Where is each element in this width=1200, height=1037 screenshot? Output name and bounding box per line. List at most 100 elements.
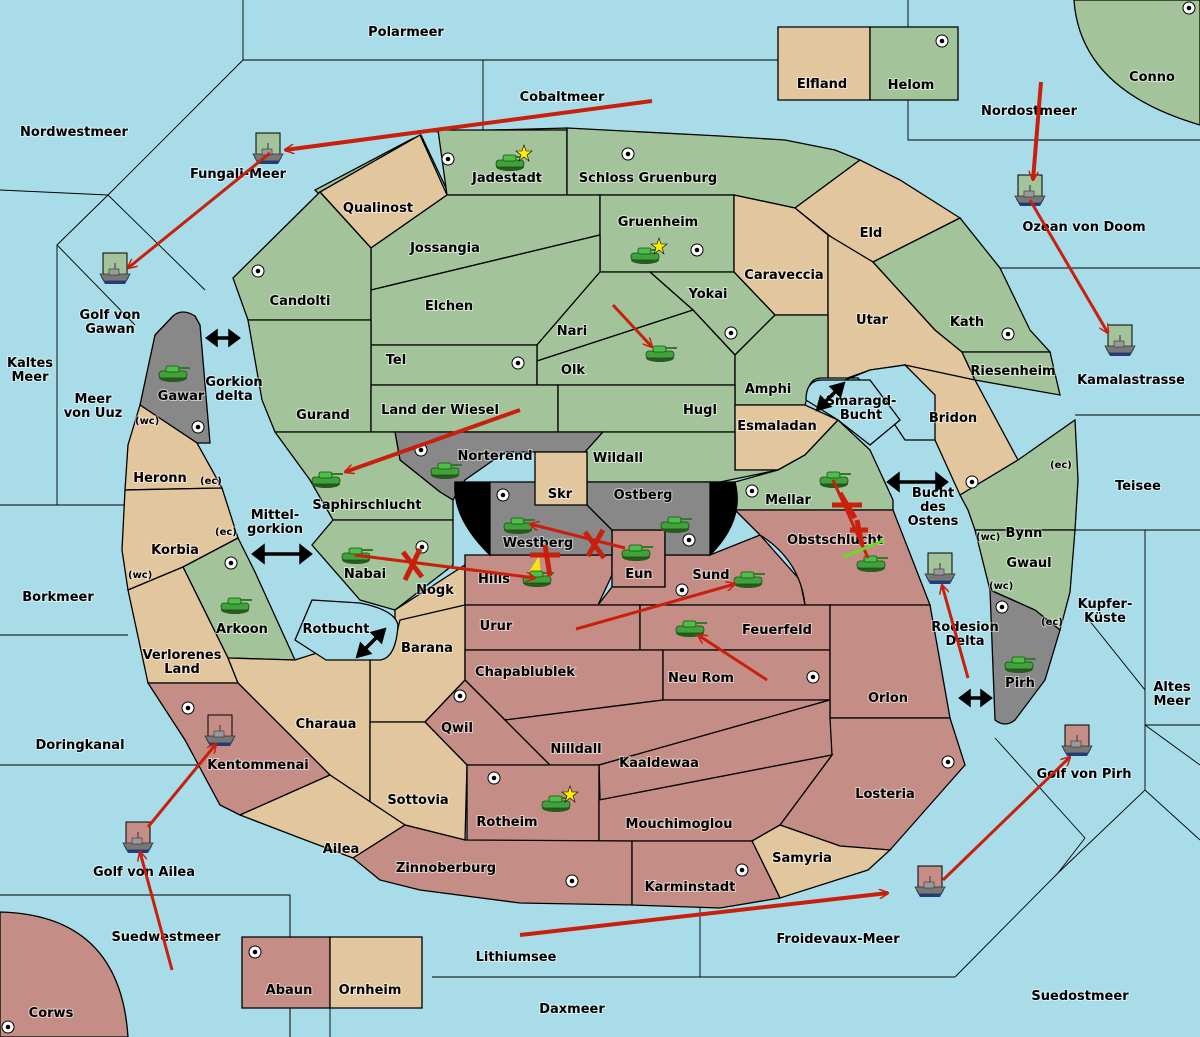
sea-label-borkmeer: Borkmeer (22, 590, 94, 605)
order-neurom-feuerfeld (698, 635, 768, 682)
region-label-mouchimoglou: Mouchimoglou (626, 817, 733, 832)
sea-label-polarmeer: Polarmeer (368, 25, 444, 40)
region-label-karminstadt: Karminstadt (645, 880, 736, 895)
sea-label-fungali-meer: Fungali-Meer (190, 167, 287, 182)
region-helom (869, 26, 959, 101)
army-unit (541, 785, 579, 813)
fleet-unit (1104, 324, 1136, 357)
passage-rodesion (958, 688, 993, 708)
region-label-tel: Tel (386, 353, 406, 368)
coast-label-gwaul-ec: (ec) (1041, 617, 1063, 628)
sea-label-mittel-gorkion: Mittel-gorkion (247, 508, 303, 537)
passage-bucht-ostens (886, 471, 949, 493)
region-labels: PolarmeerCobaltmeerNordwestmeerFungali-M… (6, 24, 1192, 1022)
region-label-eld: Eld (860, 226, 883, 241)
star-icon (650, 237, 668, 255)
army-unit (522, 556, 555, 588)
army-unit (630, 237, 668, 265)
dislodged-marker (529, 556, 541, 574)
region-label-corws: Corws (29, 1006, 74, 1021)
region-label-losteria: Losteria (855, 787, 915, 802)
region-label-kath: Kath (950, 315, 984, 330)
region-label-mellar: Mellar (765, 493, 811, 508)
sea-label-suedostmeer: Suedostmeer (1031, 989, 1129, 1004)
sea-label-froidevaux-meer: Froidevaux-Meer (776, 932, 900, 947)
region-label-nogk: Nogk (416, 583, 454, 598)
region-label-bynn: Bynn (1006, 526, 1043, 541)
region-label-gawar: Gawar (158, 389, 205, 404)
sea-label-doringkanal: Doringkanal (35, 738, 124, 753)
failed-order-marks (401, 491, 868, 582)
region-label-elchen: Elchen (425, 299, 473, 314)
coast-label-korbia-ec: (ec) (215, 527, 237, 538)
order-wiesel-saphir (345, 408, 521, 472)
region-label-ailea: Ailea (323, 842, 360, 857)
sea-label-kamalastrasse: Kamalastrasse (1077, 373, 1185, 388)
order-nabai-hills (354, 553, 535, 578)
fleet-unit (1061, 724, 1093, 757)
fortress-wall-west (454, 481, 491, 557)
region-label-qualinost: Qualinost (343, 201, 413, 216)
fleet-unit (924, 552, 956, 585)
sea-label-ozean-von-doom: Ozean von Doom (1022, 220, 1145, 235)
region-label-kentommenai: Kentommenai (207, 758, 308, 773)
region-label-gruenheim: Gruenheim (618, 215, 698, 230)
region-bynn (959, 418, 1079, 531)
region-label-yokai: Yokai (687, 287, 727, 302)
region-pirh (989, 588, 1061, 725)
sea-label-suedwestmeer: Suedwestmeer (111, 930, 221, 945)
region-label-nilldall: Nilldall (550, 742, 601, 757)
order-lithium-froidevaux (519, 893, 888, 937)
region-label-nari: Nari (557, 324, 588, 339)
region-label-elfland: Elfland (797, 77, 847, 92)
region-label-gurand: Gurand (296, 408, 350, 423)
fortress-wall-east (709, 481, 738, 557)
region-label-gwaul: Gwaul (1006, 556, 1051, 571)
fleet-unit (99, 252, 131, 285)
coast-label-bynn-ec: (ec) (1050, 460, 1072, 471)
coast-label-gwaul-wc: (wc) (989, 581, 1013, 592)
region-label-samyria: Samyria (772, 851, 832, 866)
fleet-unit (252, 132, 284, 165)
region-label-hugl: Hugl (683, 403, 717, 418)
sea-label-nordwestmeer: Nordwestmeer (20, 125, 128, 140)
region-label-olk: Olk (561, 363, 586, 378)
order-eun-westberg (530, 524, 626, 550)
region-label-westberg: Westberg (503, 536, 573, 551)
order-suedwest-ailea (140, 852, 174, 971)
army-unit (495, 144, 533, 172)
region-label-urur: Urur (480, 619, 513, 634)
order-nari-olk (611, 303, 652, 347)
region-label-rotheim: Rotheim (476, 815, 537, 830)
order-rodesion-bucht (942, 585, 970, 679)
region-label-abaun: Abaun (266, 983, 313, 998)
order-nordost-ozean (1033, 81, 1043, 180)
region-label-zinnoberburg: Zinnoberburg (396, 861, 496, 876)
rotbucht-water (294, 599, 399, 661)
region-label-norterend: Norterend (457, 449, 532, 464)
region-label-candolti: Candolti (270, 294, 331, 309)
coast-labels: (wc) (ec) (ec) (wc) (ec) (wc) (wc) (ec) (127, 415, 1073, 629)
region-label-helom: Helom (888, 78, 935, 93)
coast-label-korbia-wc: (wc) (128, 570, 152, 581)
support-cut-mark (842, 538, 886, 559)
sea-label-golf-von-ailea: Golf von Ailea (93, 865, 195, 880)
passage-smaragd (815, 381, 846, 412)
region-label-eun: Eun (625, 567, 652, 582)
region-label-korbia: Korbia (151, 543, 199, 558)
region-ostberg (586, 481, 711, 556)
region-label-skr: Skr (548, 487, 573, 502)
region-label-jadestadt: Jadestadt (471, 171, 542, 186)
order-mellar-obst (831, 479, 870, 559)
region-label-pirh: Pirh (1005, 676, 1035, 691)
order-ailea-kentommenai (146, 744, 216, 828)
region-label-caraveccia: Caraveccia (744, 268, 823, 283)
star-icon (515, 144, 533, 162)
region-label-ostberg: Ostberg (614, 488, 673, 503)
